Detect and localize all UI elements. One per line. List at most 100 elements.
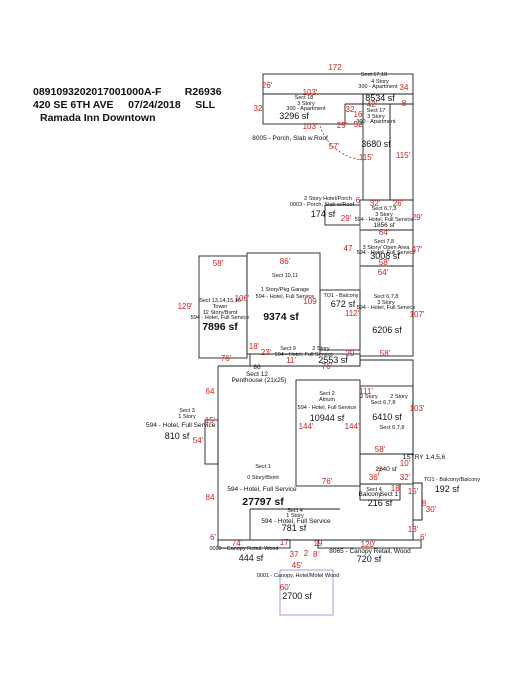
- area-label: 444 sf: [239, 553, 264, 563]
- section-label: 2 Story: [390, 394, 408, 400]
- name-line: Ramada Inn Downtown: [40, 112, 156, 124]
- section-label: Sect 12: [246, 371, 268, 378]
- dimension-label: 42': [367, 100, 378, 109]
- area-label: 2553 sf: [318, 355, 348, 365]
- section-label: 1STRY 1,4,5,6: [403, 454, 446, 461]
- dimension-label: 7': [377, 467, 383, 476]
- section-label: Sect 6,7,8: [380, 425, 405, 431]
- dimension-label: 84: [206, 493, 215, 502]
- dimension-label: 6': [210, 533, 216, 542]
- section-label: Tower: [213, 304, 228, 310]
- area-label: 720 sf: [357, 554, 382, 564]
- dimension-label: 15': [205, 416, 216, 425]
- area-label: 9374 sf: [263, 311, 299, 323]
- section-label: 1 Story: [286, 513, 304, 519]
- section-label: Atrium: [319, 397, 335, 403]
- section-label: 300 - Apartment: [358, 84, 398, 90]
- dimension-label: 47: [344, 244, 353, 253]
- section-label: 3 Story: [375, 212, 393, 218]
- section-label: 594 - Hotel, Full Service: [261, 518, 331, 525]
- dimension-label: 23': [261, 348, 272, 357]
- section-label: Sect 10,11: [272, 273, 298, 279]
- dimension-label: 58': [375, 445, 386, 454]
- dimension-label: 106': [235, 294, 250, 303]
- dimension-label: 54': [193, 436, 204, 445]
- section-label: 594 - Hotel, Full Service: [227, 486, 297, 493]
- dimension-label: 11': [286, 356, 296, 365]
- section-label: Sect 17,18: [361, 72, 387, 78]
- dimension-label: 8: [422, 499, 427, 508]
- section-label: Sect 17: [367, 108, 386, 114]
- area-label: 192 sf: [435, 484, 460, 494]
- area-label: 174 sf: [311, 209, 336, 219]
- section-label: Sect 7,8: [374, 239, 394, 245]
- section-label: Sect 3: [179, 408, 195, 414]
- dimension-label: 10': [400, 459, 411, 468]
- section-label: Penthouse (21x25): [232, 377, 287, 384]
- area-label: 810 sf: [165, 431, 190, 441]
- dimension-label: 8: [402, 99, 407, 108]
- dimension-label: 6': [420, 533, 426, 542]
- area-label: 7896 sf: [202, 321, 238, 333]
- dimension-label: 60': [280, 583, 291, 592]
- dimension-label: 115': [359, 153, 374, 162]
- section-label: Sect 9: [280, 346, 296, 352]
- section-label: 594 - Hotel, Full Service: [191, 315, 250, 321]
- section-label: 300 - Apartment: [356, 119, 396, 125]
- section-label: 0003 - Porch, Slab w/Roof: [290, 202, 355, 208]
- dimension-label: 76': [322, 477, 333, 486]
- dimension-label: 74': [232, 539, 243, 548]
- section-label: 594 - Hotel, Full Service: [355, 217, 414, 223]
- dimension-label: 32': [370, 199, 381, 208]
- dimension-label: 115': [396, 151, 411, 160]
- area-label: 3296 sf: [279, 111, 309, 121]
- section-label: 4 Story: [371, 79, 389, 85]
- dimension-label: 112': [345, 309, 360, 318]
- dimension-label: 103': [303, 122, 318, 131]
- section-label: 0003 - Canopy Retail, Wood: [210, 546, 279, 552]
- dimension-label: 18': [249, 342, 260, 351]
- area-label: 672 sf: [331, 299, 356, 309]
- dimension-label: 144': [299, 422, 314, 431]
- dimension-label: 29: [346, 349, 355, 358]
- address-line: 420 SE 6TH AVE 07/24/2018 SLL: [33, 99, 216, 111]
- dimension-label: 111': [359, 387, 373, 396]
- dimension-label: 29': [341, 214, 352, 223]
- dimension-label: 16: [354, 110, 363, 119]
- section-label: Sect 6,7,8: [374, 294, 399, 300]
- area-label: 781 sf: [282, 523, 307, 533]
- section-label: 2 Story Hotel/Porch: [304, 196, 352, 202]
- dimension-label: 26': [262, 81, 273, 90]
- area-label: 8534 sf: [365, 93, 395, 103]
- section-label: 594 - Hotel, Full Service: [298, 405, 357, 411]
- section-label: 8005 - Porch, Slab w.Roof: [252, 135, 328, 142]
- dimension-label: 103': [303, 88, 318, 97]
- dimension-label: 52: [354, 120, 363, 129]
- dimension-label: 32: [346, 105, 355, 114]
- section-label: 3 Story: [367, 114, 385, 120]
- dimension-label: 32: [254, 104, 263, 113]
- dimension-label: 76': [221, 354, 232, 363]
- area-label: 216 sf: [368, 498, 393, 508]
- section-label: 594 - Hotel, Full Service: [275, 352, 334, 358]
- area-label: 2700 sf: [282, 591, 312, 601]
- building-outlines: [198, 73, 423, 616]
- dimension-label: 109: [303, 297, 317, 306]
- dimension-label: 58': [380, 349, 391, 358]
- section-label: 2 Story: [360, 394, 378, 400]
- section-label: 0001 - Canopy, Hotel/Motel Wood: [257, 573, 339, 579]
- section-label: 3 Story: [377, 300, 395, 306]
- area-label: 6410 sf: [372, 412, 402, 422]
- dimension-label: 6: [356, 196, 361, 205]
- dimension-label: 144': [345, 422, 360, 431]
- section-label: TO1 - Balcony: [323, 293, 358, 299]
- area-label: 27797 sf: [242, 496, 284, 508]
- section-label: 12 Story/Bsmt: [203, 310, 238, 316]
- section-label: Sect 4: [366, 487, 382, 493]
- section-label: Sect 1: [255, 464, 271, 470]
- dimension-label: 64: [206, 387, 215, 396]
- section-label: 1 Story/Pkg Garage: [261, 287, 309, 293]
